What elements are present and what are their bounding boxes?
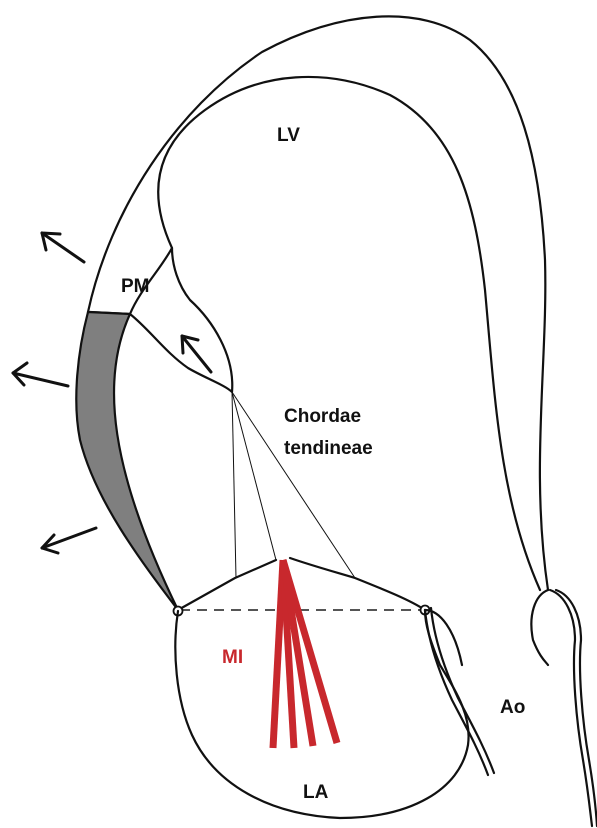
infarct-wall-segment	[76, 312, 178, 610]
papillary-muscle	[130, 248, 232, 392]
label-pm: PM	[121, 276, 150, 297]
label-chordae: Chordae	[284, 406, 361, 427]
label-la: LA	[303, 782, 329, 803]
lv-outer-wall	[88, 16, 548, 590]
label-mi: MI	[222, 647, 243, 668]
mitral-regurgitant-jet	[273, 560, 337, 748]
posterior-mitral-leaflet	[178, 560, 276, 610]
label-tendineae: tendineae	[284, 438, 373, 459]
label-ao: Ao	[500, 697, 525, 718]
label-lv: LV	[277, 125, 300, 146]
outward-arrow-icon	[42, 233, 84, 262]
outward-arrow-icon	[13, 363, 68, 386]
anterior-mitral-leaflet	[290, 558, 425, 610]
outward-arrow-icon	[42, 528, 96, 553]
aortic-root	[531, 590, 597, 826]
aortic-wall	[425, 608, 494, 775]
